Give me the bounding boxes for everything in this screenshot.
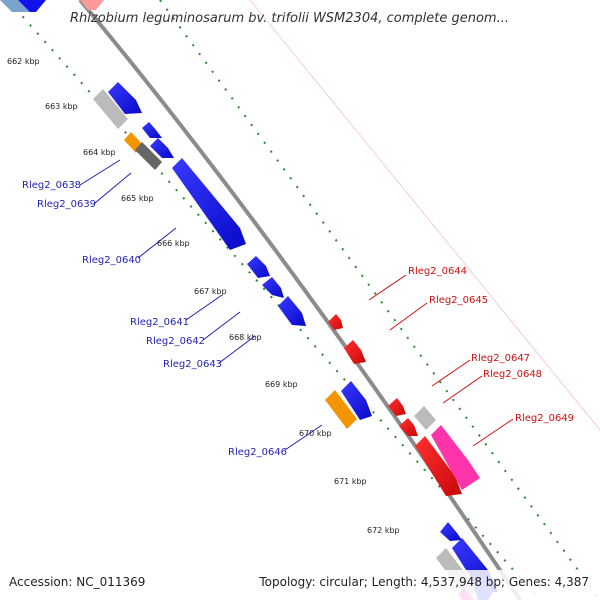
- kbp-tick: 668 kbp: [229, 333, 262, 342]
- kbp-tick: 667 kbp: [194, 287, 227, 296]
- kbp-tick: 664 kbp: [83, 148, 116, 157]
- feature-blue-664a: [142, 122, 162, 138]
- genome-backbone: [78, 0, 522, 600]
- kbp-tick: 671 kbp: [334, 477, 367, 486]
- kbp-tick: 666 kbp: [157, 239, 190, 248]
- leader-line: [442, 375, 483, 404]
- gene-label-0647[interactable]: Rleg2_0647: [471, 353, 530, 364]
- gene-label-0639[interactable]: Rleg2_0639: [37, 199, 96, 210]
- gene-label-0644[interactable]: Rleg2_0644: [408, 266, 467, 277]
- feature-top-blue: [18, 0, 46, 12]
- feature-gray-0648: [414, 406, 436, 430]
- gene-label-0640[interactable]: Rleg2_0640: [82, 255, 141, 266]
- feature-blue-0640: [172, 158, 246, 250]
- kbp-tick: 672 kbp: [367, 526, 400, 535]
- feature-gray-663: [93, 89, 128, 129]
- feature-top-pink: [80, 0, 104, 10]
- kbp-tick: 665 kbp: [121, 194, 154, 203]
- feature-red-0645: [344, 340, 366, 364]
- feature-red-0648a: [399, 418, 418, 436]
- kbp-tick: 670 kbp: [299, 429, 332, 438]
- feature-blue-672a: [440, 522, 462, 541]
- gene-label-0646[interactable]: Rleg2_0646: [228, 447, 287, 458]
- accession-text: Accession: NC_011369: [9, 575, 145, 589]
- outer-tick-track: [159, 0, 600, 600]
- kbp-tick: 663 kbp: [45, 102, 78, 111]
- leader-line: [185, 294, 223, 321]
- feature-blue-669: [341, 381, 372, 420]
- gene-label-0643[interactable]: Rleg2_0643: [163, 359, 222, 370]
- gene-label-0641[interactable]: Rleg2_0641: [130, 317, 189, 328]
- kbp-tick: 662 kbp: [7, 57, 40, 66]
- leader-line: [284, 424, 323, 451]
- feature-blue-0641: [247, 256, 270, 278]
- feature-blue-0642: [262, 277, 284, 298]
- outer-pink-track: [249, 0, 600, 431]
- leader-line: [218, 335, 256, 364]
- leader-line: [94, 172, 132, 204]
- leader-line: [431, 359, 471, 387]
- map-title: Rhizobium leguminosarum bv. trifolii WSM…: [70, 11, 509, 26]
- gene-label-0648[interactable]: Rleg2_0648: [483, 369, 542, 380]
- feature-pink-0649: [431, 425, 480, 490]
- feature-orange-0646: [325, 390, 357, 429]
- gene-label-0645[interactable]: Rleg2_0645: [429, 295, 488, 306]
- feature-red-0648b: [415, 436, 462, 496]
- leader-line: [79, 159, 121, 186]
- kbp-tick: 669 kbp: [265, 380, 298, 389]
- topology-text: Topology: circular; Length: 4,537,948 bp…: [258, 575, 589, 589]
- feature-blue-663: [108, 82, 142, 114]
- feature-darkgray-0639: [135, 142, 162, 170]
- gene-label-0638[interactable]: Rleg2_0638: [22, 180, 81, 191]
- gene-label-0649[interactable]: Rleg2_0649: [515, 413, 574, 424]
- footer-background: [0, 570, 600, 600]
- feature-blue-0643: [278, 296, 306, 326]
- leader-line: [368, 274, 407, 301]
- leader-line: [137, 227, 177, 259]
- leader-line: [389, 302, 428, 331]
- feature-blue-664b: [150, 138, 174, 158]
- feature-red-0647: [388, 398, 406, 416]
- leader-line: [472, 418, 514, 447]
- gene-label-0642[interactable]: Rleg2_0642: [146, 336, 205, 347]
- feature-red-0644: [328, 314, 343, 330]
- leader-line: [202, 311, 241, 341]
